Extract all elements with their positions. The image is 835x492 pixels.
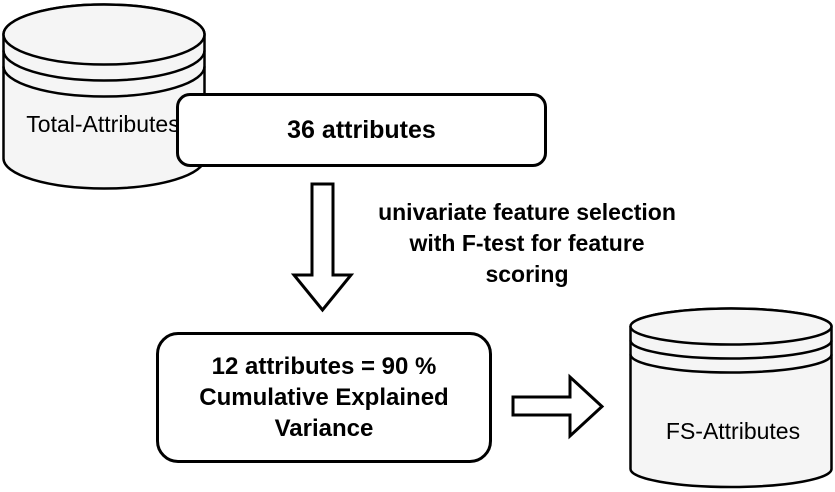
process-annotation: univariate feature selection with F-test… (351, 197, 703, 290)
selected-attributes-line: Cumulative Explained (199, 384, 449, 411)
total-attributes-database-icon (2, 3, 206, 190)
selected-attributes-line: 12 attributes = 90 % (211, 353, 437, 380)
attributes-count-box: 36 attributes (176, 93, 547, 167)
selected-attributes-box: 12 attributes = 90 % Cumulative Explaine… (156, 332, 492, 463)
fs-attributes-database-icon (629, 307, 833, 489)
process-annotation-line: with F-test for feature (409, 230, 645, 256)
process-annotation-line: scoring (485, 261, 569, 287)
right-arrow-icon (511, 373, 605, 440)
process-annotation-line: univariate feature selection (378, 199, 676, 225)
attributes-count-label: 36 attributes (287, 115, 436, 144)
selected-attributes-line: Variance (274, 415, 374, 442)
total-attributes-label: Total-Attributes (26, 111, 180, 137)
fs-attributes-label: FS-Attributes (665, 418, 801, 444)
down-arrow-icon (290, 182, 355, 313)
